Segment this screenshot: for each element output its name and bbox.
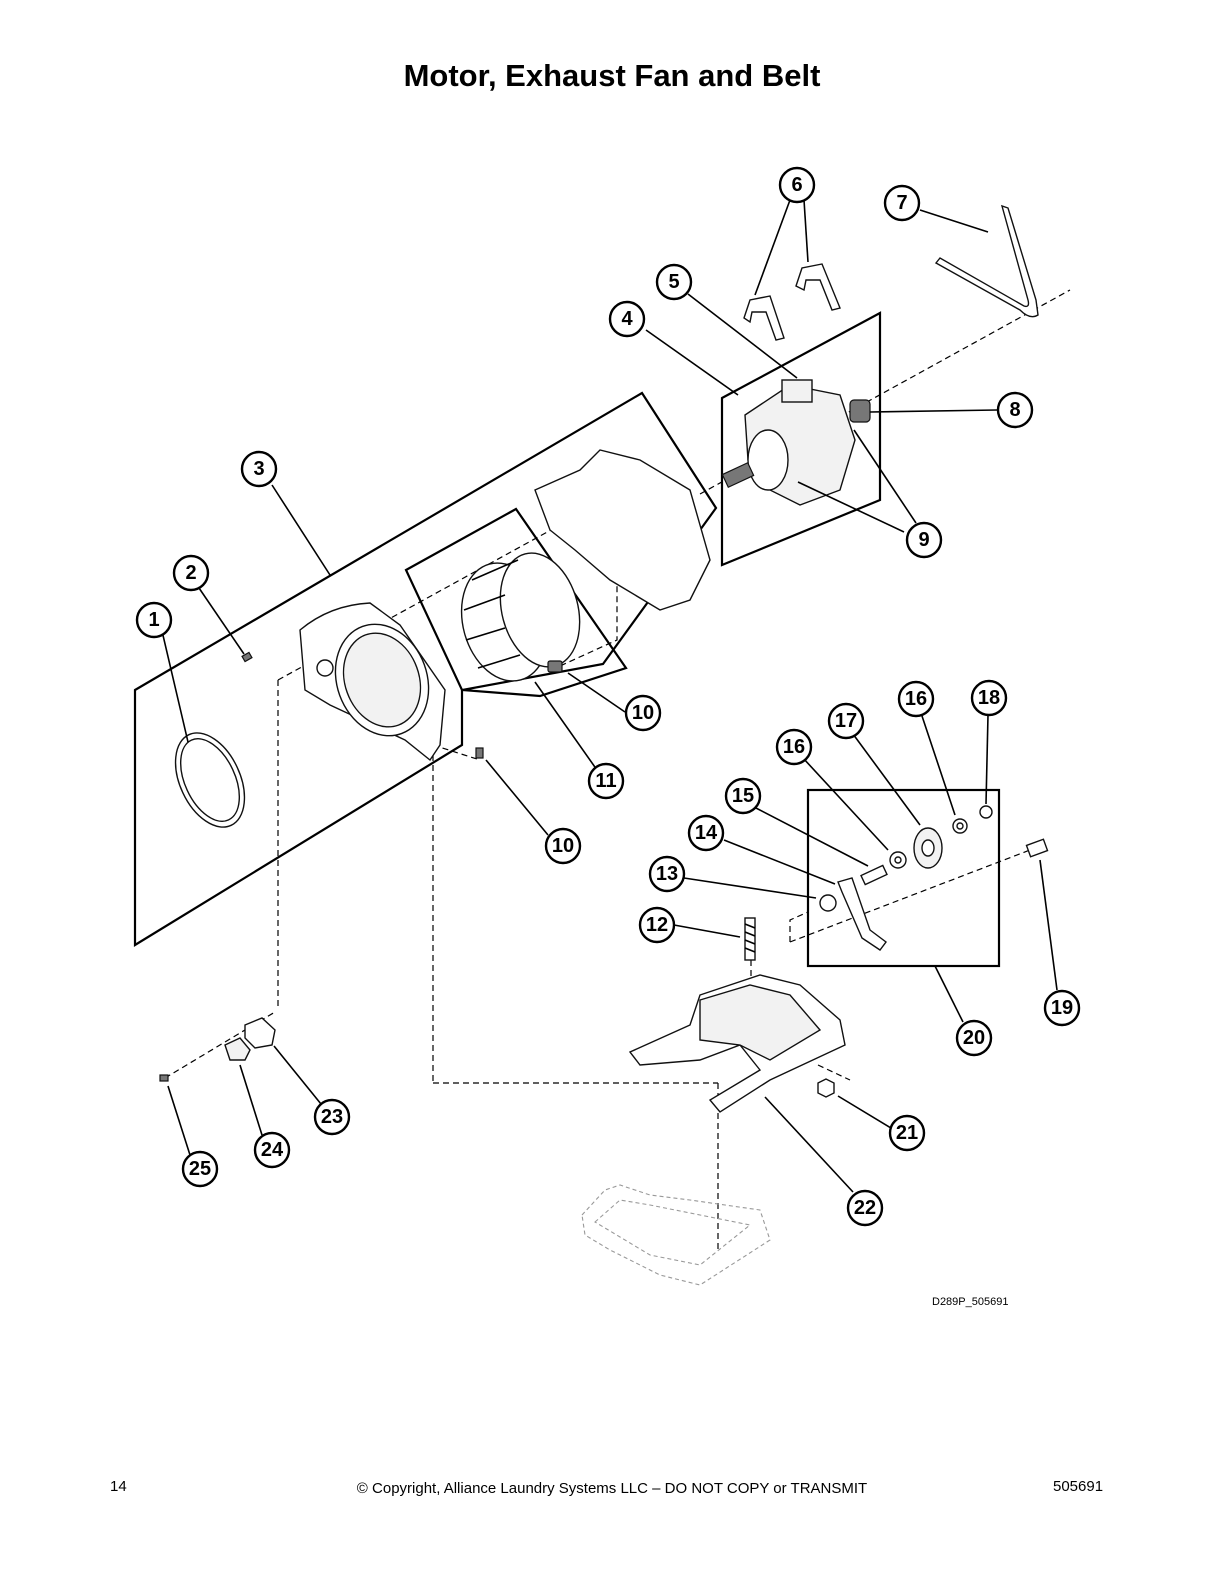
svg-text:6: 6 — [791, 174, 802, 196]
callout-19: 19 — [1043, 989, 1081, 1027]
spring-part — [744, 917, 756, 961]
svg-text:20: 20 — [963, 1027, 985, 1049]
svg-text:24: 24 — [261, 1139, 284, 1161]
motor-clip-part-b — [795, 263, 841, 311]
svg-text:17: 17 — [835, 710, 857, 732]
callout-23: 23 — [313, 1098, 351, 1136]
callout-25: 25 — [181, 1150, 219, 1188]
seal-ring-part — [174, 732, 246, 828]
callout-18: 18 — [970, 679, 1008, 717]
motor-clip-part-a — [743, 295, 785, 341]
svg-text:9: 9 — [918, 529, 929, 551]
blower-housing-part — [299, 602, 446, 762]
svg-text:22: 22 — [854, 1197, 876, 1219]
callout-5: 5 — [655, 263, 693, 301]
motor-mount-part — [628, 974, 846, 1113]
callout-17: 17 — [827, 702, 865, 740]
callout-1: 1 — [135, 601, 173, 639]
svg-text:8: 8 — [1009, 399, 1020, 421]
svg-text:4: 4 — [621, 308, 633, 330]
motor-panel — [720, 311, 882, 567]
shaft-part-15 — [860, 864, 888, 886]
svg-text:23: 23 — [321, 1106, 343, 1128]
screw-part-2 — [241, 651, 253, 663]
callout-16a: 16 — [775, 728, 813, 766]
thermostat-part-24 — [224, 1037, 251, 1061]
screw-part-25 — [159, 1074, 169, 1082]
callout-8: 8 — [996, 391, 1034, 429]
drive-belt-part — [934, 204, 1039, 318]
thermostat-part-23 — [244, 1017, 276, 1049]
svg-text:10: 10 — [632, 702, 654, 724]
callout-24: 24 — [253, 1131, 291, 1169]
callout-16b: 16 — [897, 680, 935, 718]
callout-22: 22 — [846, 1189, 884, 1227]
svg-text:25: 25 — [189, 1158, 211, 1180]
bolt-part-10a — [547, 660, 563, 673]
callout-2: 2 — [172, 554, 210, 592]
svg-text:3: 3 — [253, 458, 264, 480]
fan-housing-part — [534, 449, 711, 611]
bolt-part-19 — [1025, 838, 1049, 858]
callout-10a: 10 — [624, 694, 662, 732]
cabinet-base-phantom — [581, 1184, 771, 1286]
svg-text:10: 10 — [552, 835, 574, 857]
svg-text:2: 2 — [185, 562, 196, 584]
fan-wheel-panel — [404, 507, 628, 698]
callout-10b: 10 — [544, 827, 582, 865]
washer-part-16b — [952, 818, 968, 834]
callout-21: 21 — [888, 1114, 926, 1152]
svg-text:21: 21 — [896, 1122, 918, 1144]
svg-text:18: 18 — [978, 687, 1000, 709]
svg-text:16: 16 — [783, 736, 805, 758]
svg-text:16: 16 — [905, 688, 927, 710]
callout-3: 3 — [240, 450, 278, 488]
svg-text:11: 11 — [595, 770, 616, 792]
svg-text:19: 19 — [1051, 997, 1073, 1019]
svg-text:14: 14 — [695, 822, 718, 844]
callout-4: 4 — [608, 300, 646, 338]
drawing-code: D289P_505691 — [932, 1296, 1009, 1308]
copyright-notice: © Copyright, Alliance Laundry Systems LL… — [356, 1480, 868, 1497]
svg-text:5: 5 — [668, 271, 679, 293]
callout-13: 13 — [648, 855, 686, 893]
callout-6: 6 — [778, 166, 816, 204]
motor-part — [721, 379, 871, 506]
page-title: Motor, Exhaust Fan and Belt — [403, 58, 821, 93]
callout-11: 11 — [587, 762, 625, 800]
svg-text:12: 12 — [646, 914, 668, 936]
nut-part-13 — [819, 894, 837, 912]
callout-15: 15 — [724, 777, 762, 815]
callout-12: 12 — [638, 906, 676, 944]
washer-part-16a — [889, 851, 907, 869]
document-number: 505691 — [1053, 1478, 1104, 1495]
svg-text:13: 13 — [656, 863, 678, 885]
callout-20: 20 — [955, 1019, 993, 1057]
pulley-part — [913, 827, 943, 869]
nut-part-21 — [817, 1078, 835, 1098]
clip-part-18 — [979, 805, 993, 819]
callout-7: 7 — [883, 184, 921, 222]
svg-text:15: 15 — [732, 785, 754, 807]
idler-arm-part — [837, 877, 887, 951]
idler-assembly-panel — [806, 788, 1001, 968]
blower-housing-panel — [133, 391, 718, 947]
leader-lines — [161, 199, 1058, 1193]
svg-text:1: 1 — [148, 609, 159, 631]
fan-wheel-part — [460, 552, 581, 682]
svg-text:7: 7 — [896, 192, 907, 214]
bolt-part-10b — [475, 747, 484, 759]
callout-14: 14 — [687, 814, 725, 852]
page-number: 14 — [110, 1478, 127, 1495]
callout-9: 9 — [905, 521, 943, 559]
